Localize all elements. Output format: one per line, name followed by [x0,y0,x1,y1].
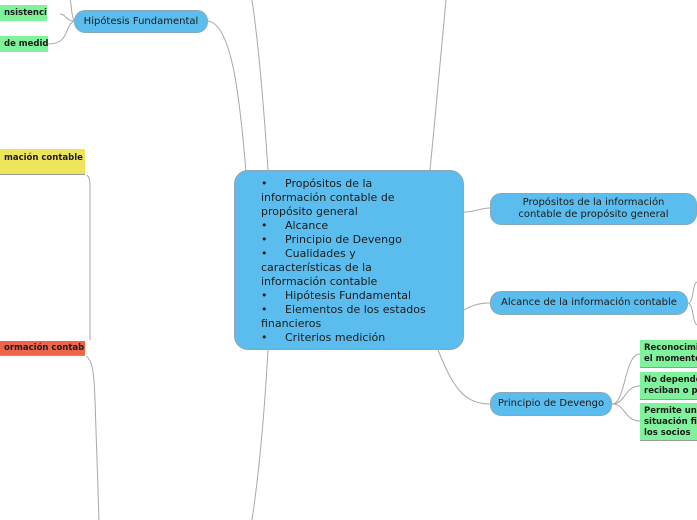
bullet-marker: • [261,233,268,246]
connector-center-devengo [437,349,491,405]
central-topic-line-text: Elementos de los estados [285,303,426,316]
subtopic-devengo-no-depende-line2: reciban o p [644,386,697,396]
subtopic-devengo-reconocimiento-line1: Reconocimi [644,343,697,353]
topic-yellow-partial-label: mación contable [4,153,83,163]
topic-alcance-label: Alcance de la información contable [501,297,677,308]
subtopic-unidad-medida-label: de medida [4,38,48,49]
subtopic-devengo-permite-line2: situación fin [644,417,697,427]
central-topic-continuation-line: información contable de [261,191,395,204]
central-topic-continuation-line: financieros [261,317,322,330]
subtopic-devengo-no-depende-line1: No depende [644,375,697,385]
central-topic-bullet-line: • Cualidades y [261,247,441,261]
bullet-marker: • [261,219,268,232]
topic-principio-devengo[interactable]: Principio de Devengo [490,392,612,416]
bullet-marker: • [261,331,268,344]
subtopic-devengo-permite-line1: Permite una [644,406,697,416]
central-topic-continuation-line: características de la [261,261,372,274]
subtopic-devengo-reconocimiento[interactable]: Reconocimi el momento [640,340,697,368]
connector-hipotesis-children [47,13,75,45]
central-topic-continuation-line: información contable [261,275,378,288]
central-topic-continuation-line: propósito general [261,205,358,218]
connector-devengo-children [611,353,641,422]
topic-hipotesis-fundamental[interactable]: Hipótesis Fundamental [74,10,208,33]
central-topic-bullet-line: • Criterios medición [261,331,441,345]
subtopic-consistencia-label: nsistencia [4,7,47,18]
subtopic-devengo-permite-line3: los socios [644,428,691,438]
central-topic-bullet-line: • Hipótesis Fundamental [261,289,441,303]
central-topic-bullet-line: • Principio de Devengo [261,233,441,247]
subtopic-devengo-no-depende[interactable]: No depende reciban o p [640,372,697,400]
connector-center-bottom [251,349,269,520]
subtopic-devengo-reconocimiento-line2: el momento [644,354,697,364]
connector-center-propositos [463,207,491,213]
central-topic-bullet-line: • Propósitos de la [261,177,441,191]
central-topic-line-text: Cualidades y [285,247,356,260]
central-topic-line-text: Alcance [285,219,329,232]
central-topic-line-text: Hipótesis Fundamental [285,289,412,302]
subtopic-devengo-permite[interactable]: Permite una situación fin los socios [640,403,697,441]
topic-alcance[interactable]: Alcance de la información contable [490,291,688,315]
connector-center-top-right [429,0,447,171]
topic-red-partial[interactable]: ormación contable [0,341,85,356]
subtopic-consistencia[interactable]: nsistencia [0,5,47,21]
subtopic-unidad-medida[interactable]: de medida [0,36,48,52]
connector-hipotesis-up [69,0,75,22]
connector-center-hipotesis [206,20,247,173]
connector-red [85,355,100,520]
topic-hipotesis-fundamental-label: Hipótesis Fundamental [83,15,199,27]
connector-center-top-left [251,0,269,171]
central-topic-line-text: Propósitos de la [285,177,373,190]
central-topic-line-text: Principio de Devengo [285,233,402,246]
bullet-marker: • [261,177,268,190]
topic-propositos[interactable]: Propósitos de la información contable de… [490,193,697,225]
central-topic-bullet-line: • Alcance [261,219,441,233]
central-topic-bullet-line: • Elementos de los estados [261,303,441,317]
topic-propositos-label: Propósitos de la información contable de… [518,197,669,220]
bullet-marker: • [261,303,268,316]
bullet-marker: • [261,247,268,260]
topic-red-partial-label: ormación contable [4,342,85,353]
bullet-marker: • [261,289,268,302]
connector-yellow [86,174,91,340]
connector-alcance-children [687,281,697,326]
central-topic-line-text: Criterios medición [285,331,386,344]
topic-yellow-partial[interactable]: mación contable [0,149,85,175]
topic-principio-devengo-label: Principio de Devengo [497,398,605,409]
